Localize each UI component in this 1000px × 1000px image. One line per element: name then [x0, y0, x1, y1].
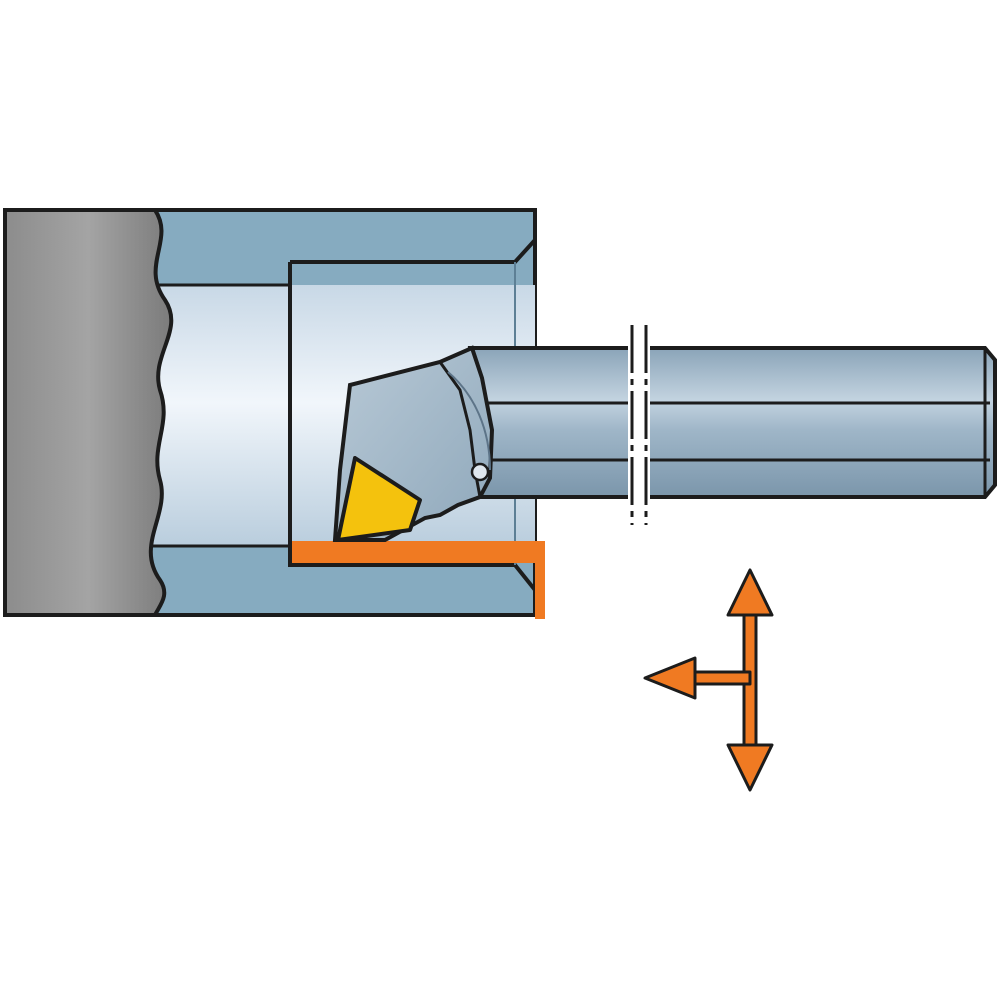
machined-surface-bottom [292, 541, 542, 563]
machined-surface-face [535, 541, 545, 619]
boring-bar [467, 320, 997, 525]
arrow-down-icon [726, 743, 774, 792]
arrow-left-icon [643, 656, 697, 700]
clamp-screw-icon [470, 462, 490, 482]
machined-surface [292, 541, 545, 619]
cutting-insert [336, 456, 422, 542]
arrow-up-icon [726, 568, 774, 617]
feed-direction-arrows [643, 568, 774, 792]
tool-head-contour [447, 371, 491, 471]
horizontal-arrow-shaft [688, 670, 752, 686]
boring-bar-body [467, 346, 997, 499]
chuck [3, 208, 174, 617]
